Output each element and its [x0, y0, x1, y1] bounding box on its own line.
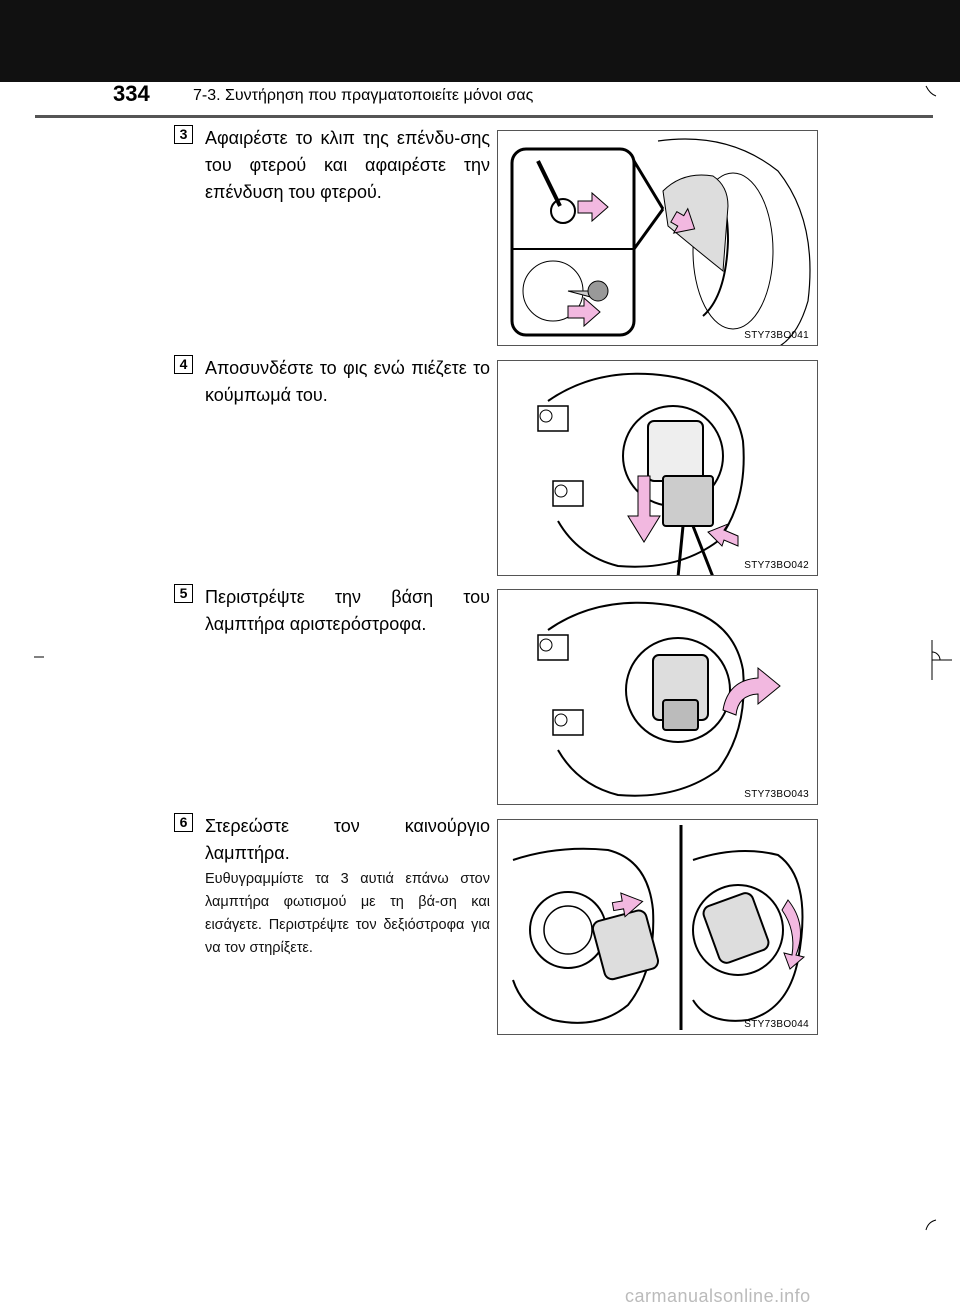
crop-mark-bottom-right — [925, 1219, 937, 1231]
new-bulb-illustration — [512, 825, 806, 1030]
step-number-4: 4 — [174, 355, 193, 374]
plug-illustration — [537, 372, 745, 575]
step-number-3: 3 — [174, 125, 193, 144]
step-number-5: 5 — [174, 584, 193, 603]
step-3-text: Αφαιρέστε το κλιπ της επένδυ-σης του φτε… — [205, 128, 490, 202]
top-bar — [0, 0, 960, 82]
watermark: carmanualsonline.info — [625, 1286, 811, 1306]
section-title: 7-3. Συντήρηση που πραγματοποιείτε μόνοι… — [193, 87, 534, 104]
crop-mark-right — [931, 640, 952, 680]
figure-disconnect-plug: STY73BO042 — [497, 360, 818, 576]
step-6-text: Στερεώστε τον καινούργιο λαμπτήρα. — [205, 816, 490, 863]
figure-install-bulb: STY73BO044 — [497, 819, 818, 1035]
step-number-6: 6 — [174, 813, 193, 832]
crop-mark-top-right — [925, 85, 937, 97]
step-5-text: Περιστρέψτε την βάση του λαμπτήρα αριστε… — [205, 587, 490, 634]
step-4-text: Αποσυνδέστε το φις ενώ πιέζετε το κούμπω… — [205, 358, 490, 405]
figure-fender-clip: STY73BO041 — [497, 130, 818, 346]
figure-code: STY73BO043 — [744, 789, 809, 800]
figure-code: STY73BO044 — [744, 1019, 809, 1030]
header-rule — [35, 115, 933, 118]
fender-liner-illustration — [510, 138, 811, 345]
figure-code: STY73BO041 — [744, 330, 809, 341]
step-6-note: Ευθυγραμμίστε τα 3 αυτιά επάνω στον λαμπ… — [205, 871, 490, 956]
page-number: 334 — [113, 81, 150, 106]
crop-mark-left — [34, 656, 44, 658]
figure-rotate-base: STY73BO043 — [497, 589, 818, 805]
bulb-base-illustration — [537, 601, 781, 797]
figure-code: STY73BO042 — [744, 560, 809, 571]
